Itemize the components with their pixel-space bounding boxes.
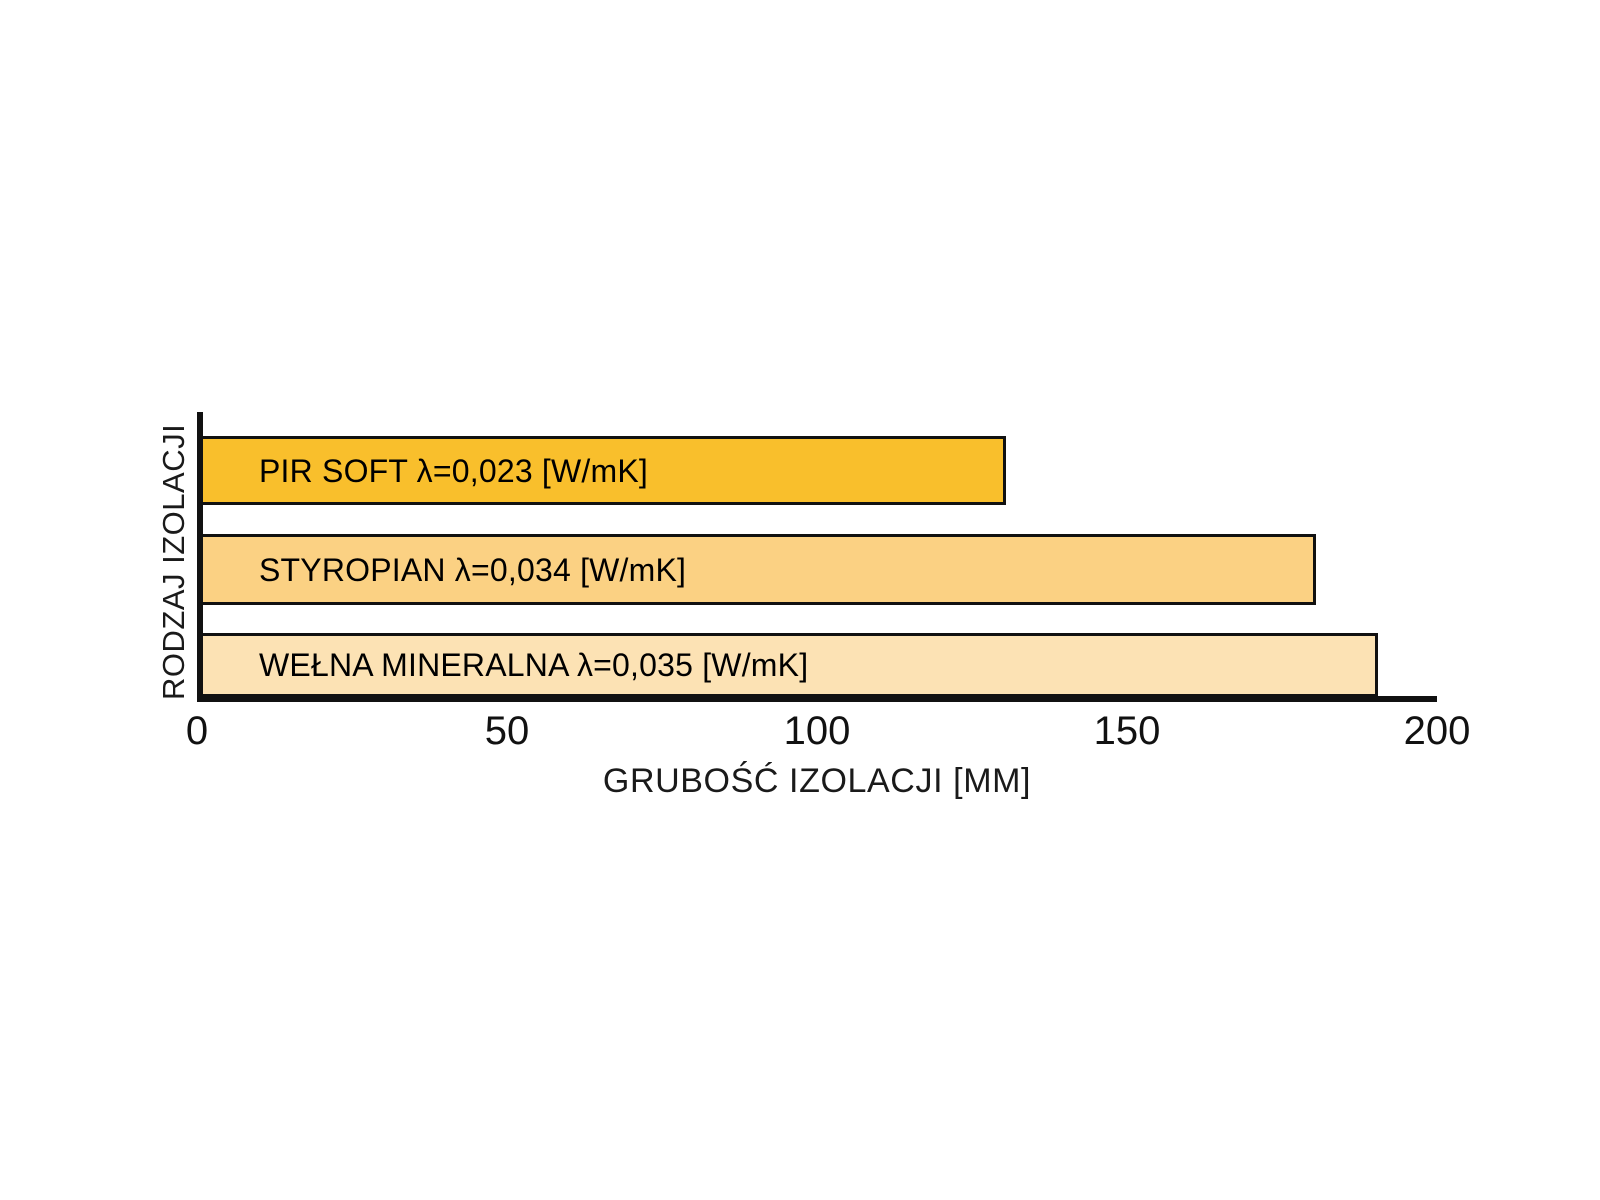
bar[interactable] [200,633,1378,697]
x-axis-tick-label: 200 [1403,709,1471,753]
x-axis-tick-label: 150 [1093,709,1161,753]
x-axis-title: GRUBOŚĆ IZOLACJI [MM] [602,762,1032,800]
bar-label: WEŁNA MINERALNA λ=0,035 [W/mK] [259,647,809,683]
y-axis-title: RODZAJ IZOLACJI [156,423,191,700]
plot-area: 0 50 100 150 200 PIR SOFT λ=0,023 [W/mK] STYR… [186,412,1470,753]
bar[interactable] [200,534,1316,605]
bar-label: STYROPIAN λ=0,034 [W/mK] [259,551,687,588]
x-axis-tick-label: 50 [484,709,530,753]
x-axis-line [197,696,1437,702]
x-axis-tick-label: 100 [783,709,851,753]
bar-label: PIR SOFT λ=0,023 [W/mK] [259,452,649,489]
x-axis-tick-label: 0 [185,709,209,753]
bar[interactable] [200,436,1006,505]
